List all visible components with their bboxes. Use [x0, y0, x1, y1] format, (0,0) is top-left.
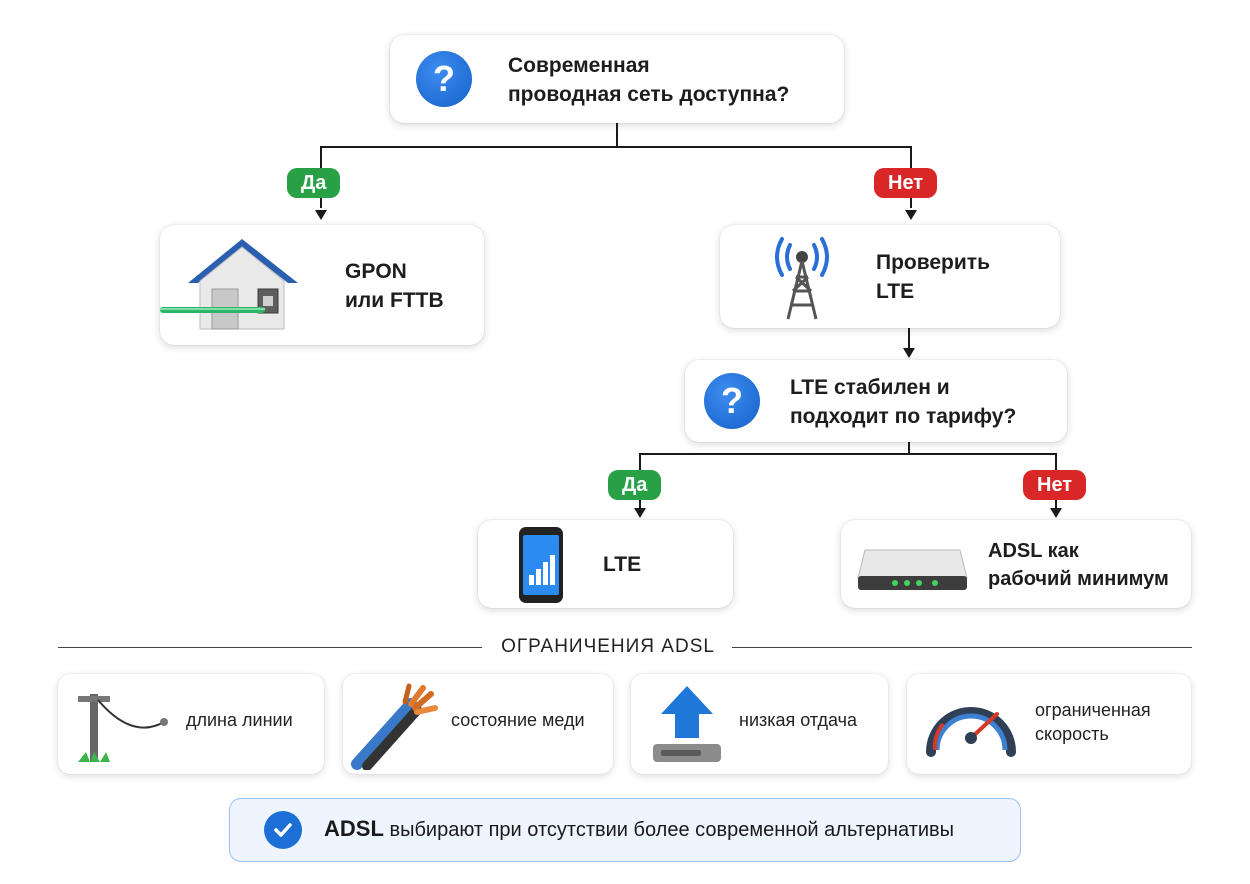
connector — [908, 442, 910, 454]
adsl-result-card: ADSL как рабочий минимум — [841, 520, 1191, 608]
smartphone-icon — [519, 527, 563, 603]
arrow-down-icon — [315, 210, 327, 220]
footer-bold: ADSL — [324, 816, 384, 841]
speedometer-icon — [926, 707, 1016, 757]
check-lte-line1: Проверить — [876, 251, 990, 274]
root-question-line1: Современная — [508, 54, 650, 77]
limit-text: длина линии — [186, 708, 293, 732]
divider-right — [732, 647, 1192, 648]
limit-text: низкая отдача — [739, 708, 857, 732]
adsl-result-line2: рабочий минимум — [988, 568, 1169, 590]
gpon-line2: или FTTB — [345, 289, 444, 312]
limit-line1: ограниченная — [1035, 700, 1151, 720]
cell-tower-icon — [775, 237, 829, 320]
lte-question-line2: подходит по тарифу? — [790, 405, 1017, 428]
root-question-line2: проводная сеть доступна? — [508, 83, 790, 106]
connector — [639, 453, 1057, 455]
limit-card-line-length: длина линии — [58, 674, 324, 774]
house-icon — [160, 239, 298, 330]
copper-wire-icon — [351, 683, 438, 770]
check-lte-text: Проверить LTE — [876, 248, 990, 306]
gpon-line1: GPON — [345, 260, 407, 283]
modem-icon — [857, 549, 968, 590]
lte-result-card: LTE — [478, 520, 733, 608]
question-icon: ? — [416, 51, 472, 107]
utility-pole-icon — [78, 694, 168, 762]
limit-card-upload: низкая отдача — [631, 674, 888, 774]
lte-question-text: LTE стабилен и подходит по тарифу? — [790, 373, 1016, 431]
limit-text: ограниченная скорость — [1035, 698, 1151, 746]
lte-result-label: LTE — [603, 553, 642, 576]
limit-line2: скорость — [1035, 724, 1109, 744]
gpon-text: GPON или FTTB — [345, 257, 444, 315]
check-icon — [264, 811, 302, 849]
no-badge: Нет — [874, 168, 938, 198]
adsl-result-text: ADSL как рабочий минимум — [988, 537, 1169, 593]
arrow-down-icon — [634, 508, 646, 518]
check-lte-card: Проверить LTE — [720, 225, 1060, 328]
arrow-down-icon — [903, 348, 915, 358]
upload-arrow-icon — [653, 686, 721, 762]
footer-text: ADSL выбирают при отсутствии более совре… — [324, 816, 954, 842]
footer-note: ADSL выбирают при отсутствии более совре… — [229, 798, 1021, 862]
limit-text: состояние меди — [451, 708, 585, 732]
arrow-down-icon — [1050, 508, 1062, 518]
root-question-text: Современная проводная сеть доступна? — [508, 51, 789, 109]
connector — [320, 146, 912, 148]
limit-card-speed: ограниченная скорость — [907, 674, 1191, 774]
section-title: ОГРАНИЧЕНИЯ ADSL — [501, 636, 715, 657]
connector — [908, 328, 910, 348]
no-badge: Нет — [1023, 470, 1087, 500]
limit-line1: низкая отдача — [739, 710, 858, 730]
question-icon: ? — [704, 373, 760, 429]
lte-question-line1: LTE стабилен и — [790, 376, 950, 399]
limit-line1: длина линии — [186, 710, 293, 730]
check-lte-line2: LTE — [876, 280, 915, 303]
limit-line1: состояние меди — [451, 710, 585, 730]
gpon-card: GPON или FTTB — [160, 225, 484, 345]
footer-rest: выбирают при отсутствии более современно… — [383, 819, 955, 841]
root-question-card: ? Современная проводная сеть доступна? — [390, 35, 844, 123]
divider-left — [58, 647, 482, 648]
arrow-down-icon — [905, 210, 917, 220]
yes-badge: Да — [287, 168, 341, 198]
limit-card-copper: состояние меди — [343, 674, 613, 774]
adsl-result-line1: ADSL как — [988, 540, 1079, 562]
connector — [616, 123, 618, 147]
lte-question-card: ? LTE стабилен и подходит по тарифу? — [685, 360, 1067, 442]
yes-badge: Да — [608, 470, 662, 500]
